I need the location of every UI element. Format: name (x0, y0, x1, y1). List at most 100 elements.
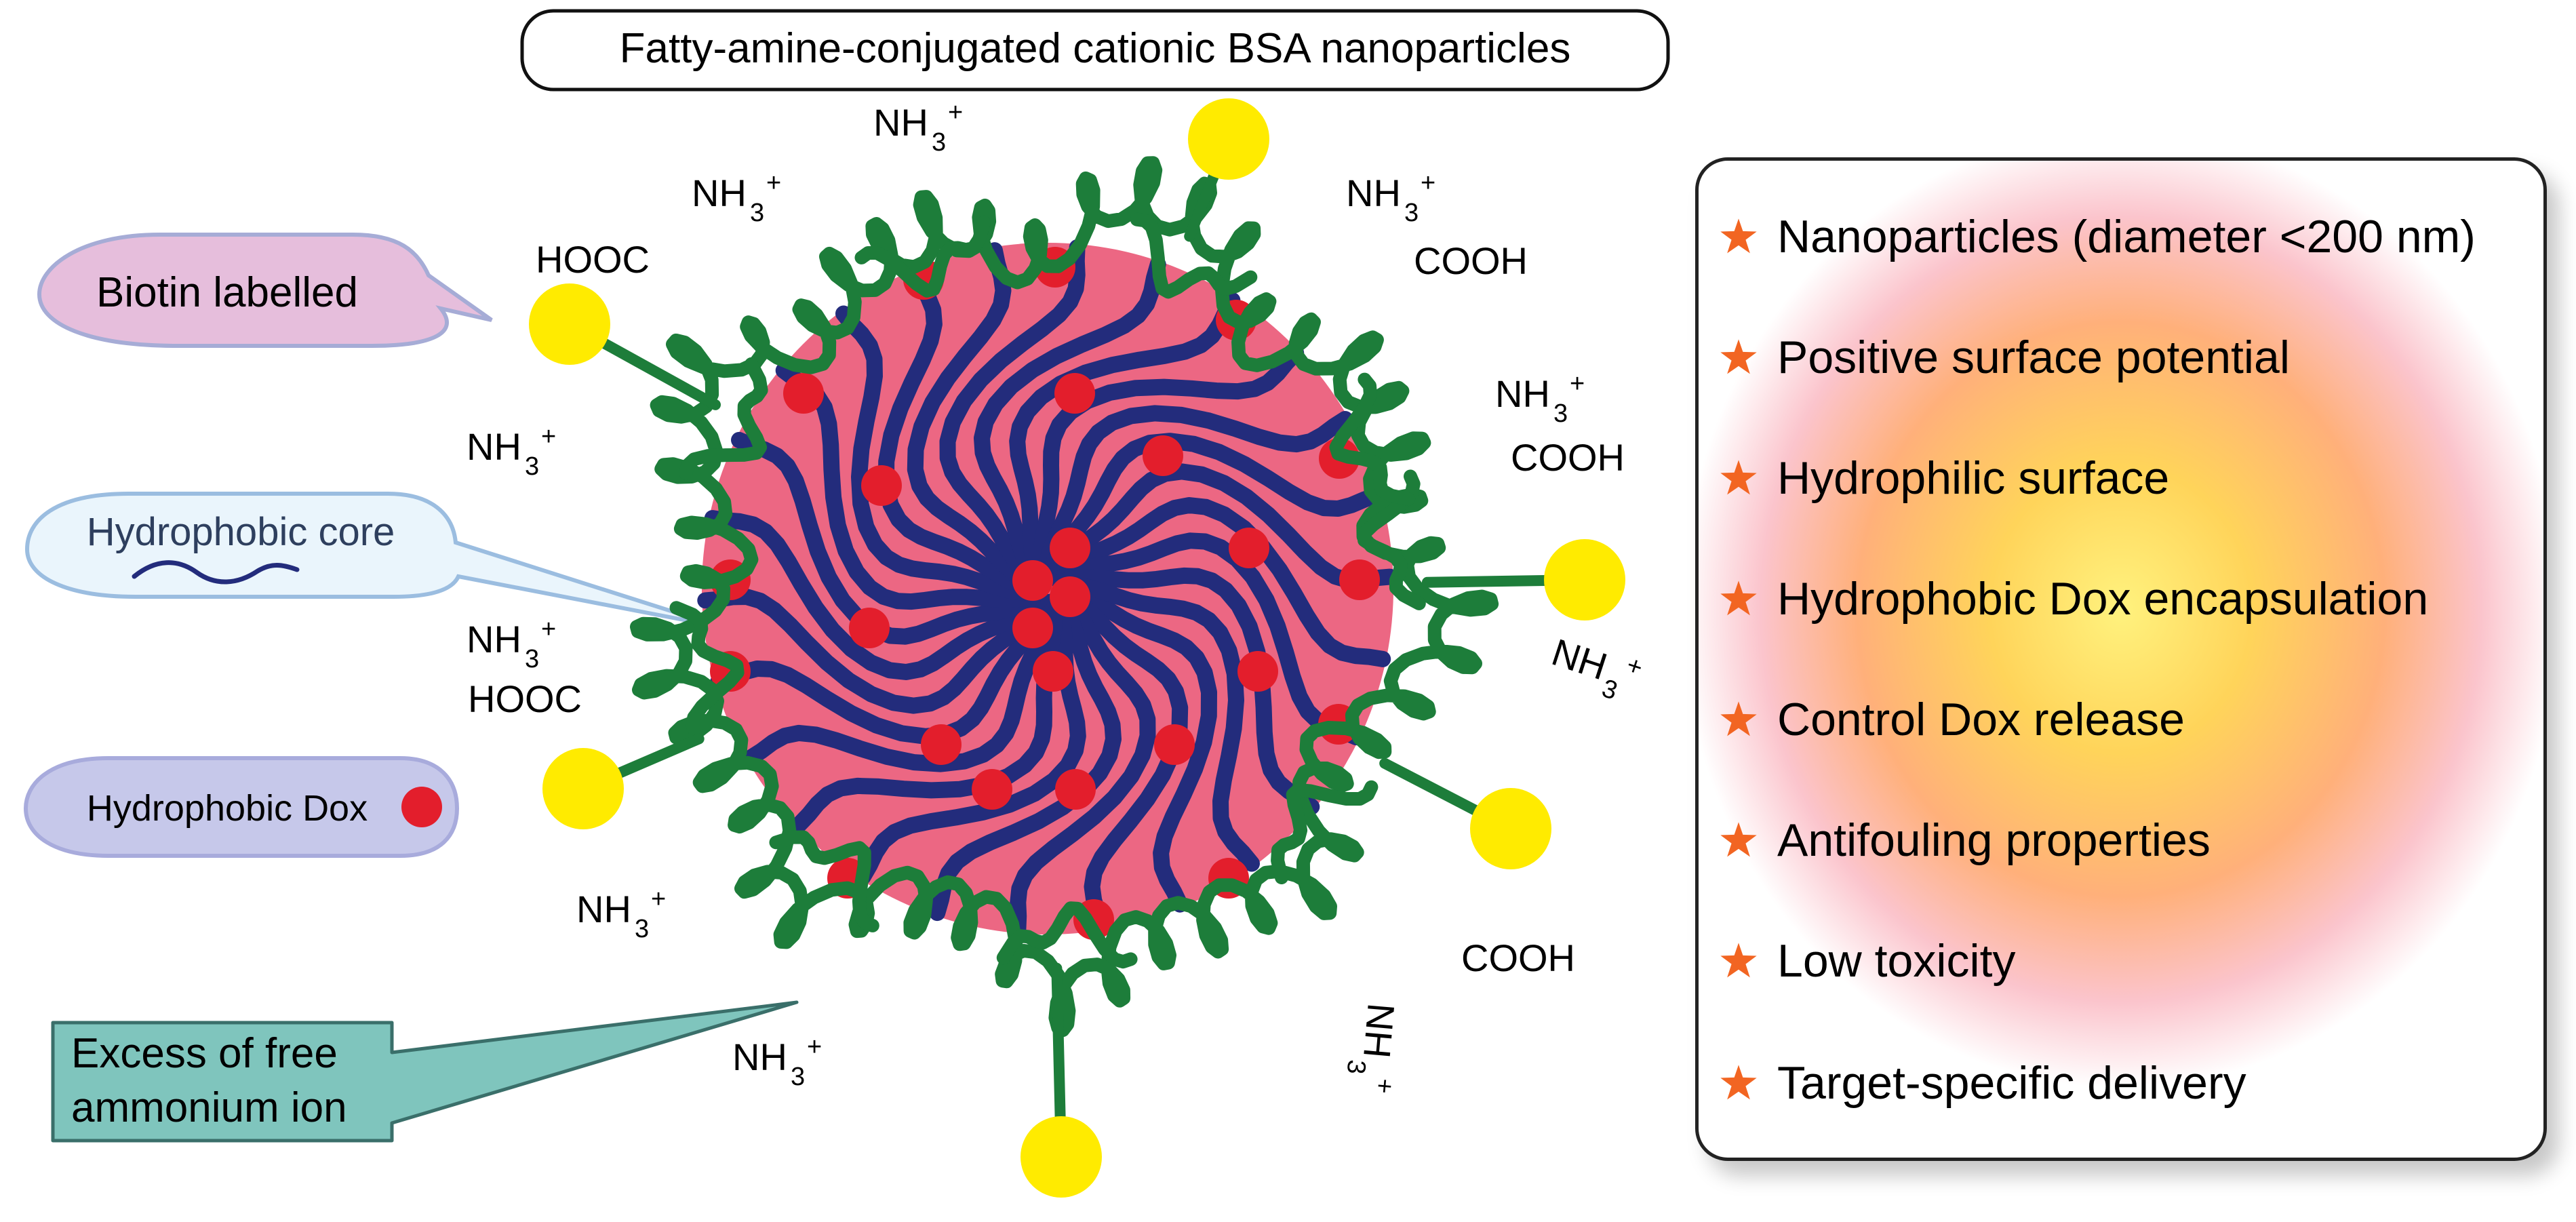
property-text: Low toxicity (1777, 935, 2016, 987)
nh3-label: NH (732, 1036, 787, 1078)
dox-molecule (1012, 608, 1053, 648)
nh3-superscript: + (651, 885, 666, 913)
star-icon (1720, 339, 1757, 374)
fatty-chain (1010, 587, 1156, 939)
nh3-superscript: + (541, 422, 556, 451)
bsa-protein-shell (630, 156, 1499, 1038)
fatty-chain (1051, 567, 1320, 815)
fatty-chain (697, 589, 1051, 714)
hooc-group: HOOC (468, 677, 582, 720)
dox-molecule (1050, 528, 1090, 568)
dox-molecules (710, 247, 1380, 940)
fatty-chain (939, 239, 1086, 591)
dox-molecule (861, 465, 902, 506)
nh3-subscript: 3 (635, 915, 649, 943)
biotin-icon (1544, 539, 1625, 620)
callout-dox: Hydrophobic Dox (23, 756, 460, 858)
nh3-superscript: + (1421, 169, 1435, 197)
property-text: Target-specific delivery (1777, 1057, 2246, 1109)
fatty-chain (775, 362, 1044, 610)
dox-molecule (783, 373, 824, 414)
dox-molecule (1339, 559, 1380, 600)
nh3-label: NH (576, 888, 631, 930)
cooh-group: COOH (1414, 239, 1528, 282)
star-icon (1720, 460, 1757, 495)
property-item: Control Dox release (1719, 686, 2185, 753)
nh3-label: NH (873, 101, 928, 144)
fatty-chain (974, 256, 1166, 588)
nh3-subscript: 3 (750, 199, 764, 227)
property-text: Hydrophobic Dox encapsulation (1777, 573, 2429, 625)
biotin-icon (1021, 1116, 1102, 1198)
property-item: Hydrophilic surface (1719, 444, 2169, 512)
biotin-icon (529, 283, 610, 365)
star-icon (1720, 943, 1757, 978)
property-text: Antifouling properties (1777, 814, 2211, 866)
nh3-group: NH3 + (1341, 1002, 1403, 1095)
hooc-group: HOOC (536, 238, 650, 281)
callout-core: Hydrophobic core (24, 492, 723, 629)
dox-molecule (849, 608, 890, 648)
nh3-label: NH (1495, 372, 1550, 415)
fatty-chain (1052, 583, 1189, 935)
fatty-chain (742, 593, 1058, 772)
nh3-label: NH (1346, 172, 1401, 214)
property-item: Target-specific delivery (1719, 1049, 2246, 1117)
nh3-group: NH3+ (1547, 630, 1646, 705)
star-icon (1720, 701, 1757, 736)
dox-molecule (972, 769, 1012, 810)
dox-molecule (1012, 560, 1053, 601)
nh3-subscript: 3 (1553, 399, 1568, 428)
nh3-label: NH (1355, 1002, 1403, 1060)
biotin-labels (529, 98, 1625, 1198)
bsa-loop (1329, 372, 1416, 506)
nh3-label: NH (467, 618, 521, 661)
callout-core-label: Hydrophobic core (87, 510, 395, 554)
nh3-superscript: + (948, 98, 963, 127)
cooh-group: COOH (1461, 937, 1575, 979)
star-icon (1720, 218, 1757, 254)
dox-molecule (921, 724, 962, 765)
nh3-superscript: + (541, 615, 556, 644)
biotin-icon (542, 748, 624, 829)
bsa-loop (1271, 780, 1379, 884)
nh3-superscript: + (1369, 1078, 1399, 1095)
dox-legend-icon (401, 787, 442, 827)
nh3-subscript: 3 (1341, 1059, 1371, 1076)
property-text: Hydrophilic surface (1777, 452, 2170, 504)
callout-dox-label: Hydrophobic Dox (87, 788, 368, 829)
dox-molecule (1237, 651, 1278, 692)
nh3-superscript: + (1623, 651, 1646, 683)
bsa-loop (669, 601, 745, 741)
fatty-chain (1044, 463, 1398, 589)
callout-ammonium: Excess of free ammonium ion (51, 1000, 799, 1143)
nh3-label: NH (692, 172, 747, 214)
nh3-superscript: + (1570, 370, 1585, 398)
bsa-loop (996, 901, 1138, 969)
fatty-chain (878, 264, 1042, 597)
property-text: Nanoparticles (diameter <200 nm) (1777, 211, 2476, 262)
dox-molecule (1143, 435, 1183, 476)
property-text: Positive surface potential (1777, 332, 2290, 383)
fatty-chain (1050, 532, 1364, 746)
fatty-chain (907, 242, 1043, 594)
nh3-subscript: 3 (1404, 199, 1419, 227)
fatty-chain (835, 305, 1043, 601)
fatty-chain (1047, 497, 1391, 667)
bsa-loop (679, 357, 768, 480)
star-icon (1720, 580, 1757, 616)
nh3-label: NH (467, 425, 521, 468)
fatty-chain (1053, 580, 1217, 913)
fatty-chain (1052, 576, 1260, 872)
property-item: Antifouling properties (1719, 806, 2211, 874)
bsa-chain (630, 156, 1499, 1038)
fatty-chain (929, 589, 1122, 922)
